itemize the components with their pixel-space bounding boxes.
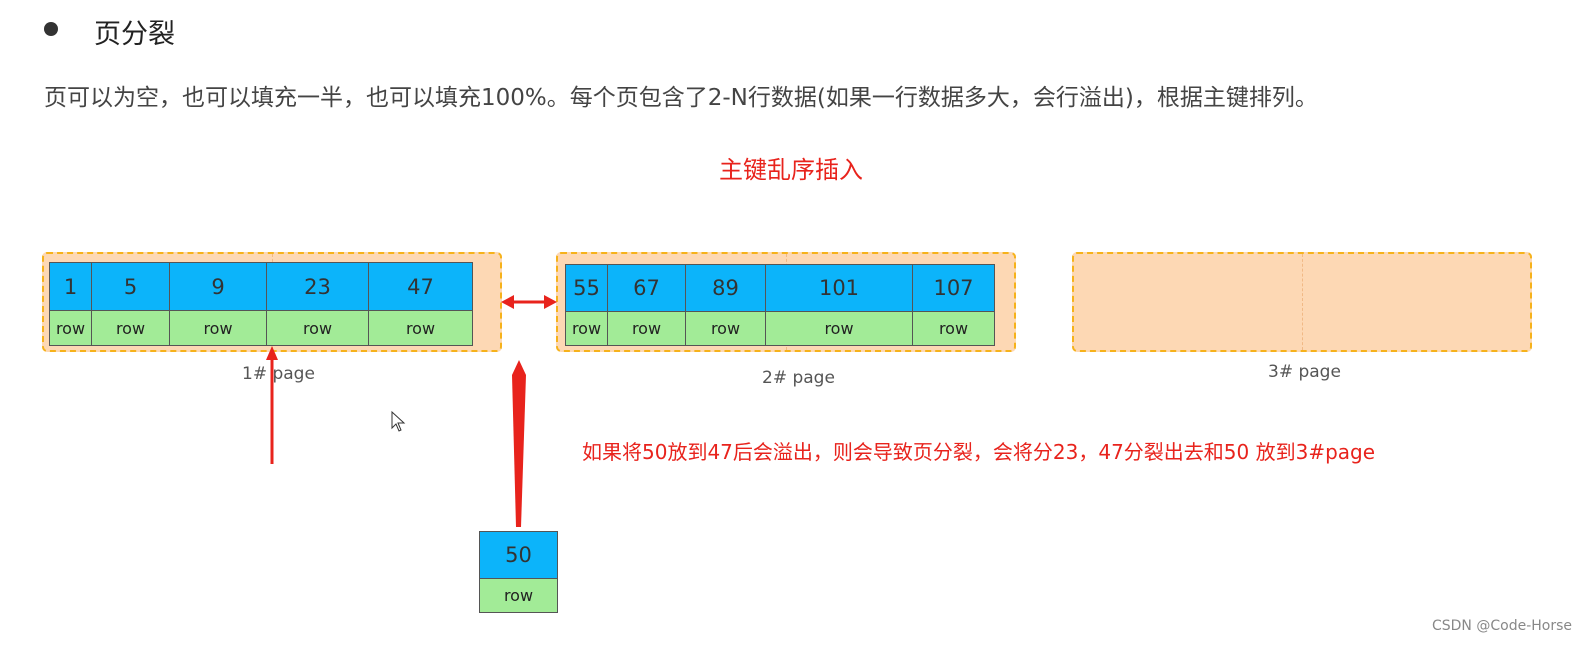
page-1: 1 row 5 row 9 row 23 row 47 row [42,252,502,352]
record-cell: 5 row [92,263,170,345]
page-3 [1072,252,1532,352]
record-key: 50 [480,532,557,579]
record-cell: 1 row [50,263,92,345]
record-key: 1 [50,263,91,311]
record-cell: 107 row [913,265,994,345]
page-1-label: 1# page [242,364,315,384]
record-row: row [686,312,765,345]
record-row: row [766,312,912,345]
insert-position-arrow [266,346,278,464]
record-key: 5 [92,263,169,311]
description-text: 页可以为空，也可以填充一半，也可以填充100%。每个页包含了2-N行数据(如果一… [44,85,1318,111]
section-heading: 页分裂 [94,19,175,50]
link-double-arrow [501,295,557,309]
record-cell: 89 row [686,265,766,345]
page-1-records: 1 row 5 row 9 row 23 row 47 row [49,262,473,346]
new-record-arrow [512,360,526,527]
record-cell: 47 row [369,263,472,345]
record-key: 55 [566,265,607,312]
record-row: row [50,311,91,345]
record-row: row [267,311,368,345]
record-cell: 23 row [267,263,369,345]
record-key: 47 [369,263,472,311]
record-key: 23 [267,263,368,311]
page-2-label: 2# page [762,368,835,388]
watermark: CSDN @Code-Horse [1431,618,1572,634]
record-cell: 101 row [766,265,913,345]
record-row: row [480,579,557,612]
record-cell: 50 row [480,532,557,612]
record-row: row [369,311,472,345]
record-row: row [608,312,685,345]
bullet-dot [44,22,58,36]
page-2-records: 55 row 67 row 89 row 101 row 107 row [565,264,995,346]
split-note: 如果将50放到47后会溢出，则会导致页分裂，会将分23，47分裂出去和50 放到… [582,440,1376,464]
record-key: 101 [766,265,912,312]
record-key: 89 [686,265,765,312]
record-key: 67 [608,265,685,312]
diagram-title: 主键乱序插入 [719,156,863,184]
record-cell: 9 row [170,263,267,345]
page-divider [1302,254,1303,350]
record-row: row [92,311,169,345]
mouse-cursor-icon [391,410,406,432]
record-cell: 55 row [566,265,608,345]
record-cell: 67 row [608,265,686,345]
page-3-label: 3# page [1268,362,1341,382]
record-key: 107 [913,265,994,312]
page-2: 55 row 67 row 89 row 101 row 107 row [556,252,1016,352]
new-record: 50 row [479,531,558,613]
record-key: 9 [170,263,266,311]
record-row: row [170,311,266,345]
record-row: row [913,312,994,345]
record-row: row [566,312,607,345]
